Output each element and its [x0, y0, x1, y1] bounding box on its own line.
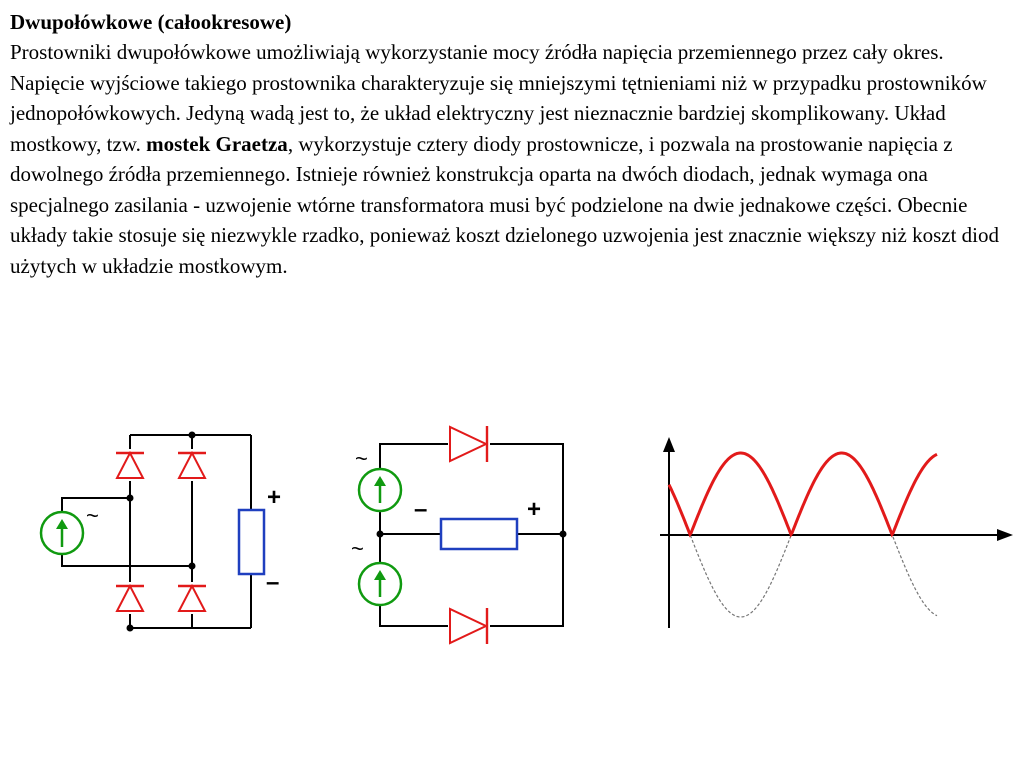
two-diode-circuit: ~ ~ – + [351, 425, 567, 645]
bridge-wires [61, 434, 252, 629]
slide-heading: Dwupołówkowe (całookresowe) [10, 10, 292, 34]
bridge-diode-2 [176, 449, 208, 481]
waveform-y-arrow [663, 437, 675, 452]
bridge-junctions [126, 431, 196, 632]
slide-paragraph: Prostowniki dwupołówkowe umożliwiają wyk… [10, 37, 1018, 281]
two-diode-top-diode [448, 425, 490, 463]
bridge-load-resistor [237, 508, 266, 576]
bridge-minus-label: – [266, 569, 279, 596]
slide-content: Dwupołówkowe (całookresowe) Prostowniki … [10, 8, 1018, 281]
bridge-circuit: ~ + – [39, 431, 281, 632]
bridge-diode-1 [114, 449, 146, 481]
bridge-source-symbol: ~ [86, 503, 99, 528]
bridge-plus-label: + [267, 484, 281, 511]
two-diode-top-source [357, 467, 403, 513]
two-diode-source-symbol-top: ~ [355, 446, 368, 471]
bridge-diode-3 [114, 582, 146, 614]
bridge-diode-4 [176, 582, 208, 614]
two-diode-junctions [376, 530, 567, 538]
paragraph-text-2: , wykorzystuje cztery diody prostownicze… [10, 131, 1000, 278]
paragraph-text-1: Prostowniki dwupołówkowe umożliwiają wyk… [10, 40, 987, 156]
waveform-x-arrow [997, 529, 1013, 541]
bridge-ac-source [39, 510, 85, 556]
two-diode-minus-label: – [414, 496, 427, 523]
two-diode-source-symbol-bottom: ~ [351, 536, 364, 561]
two-diode-bottom-source [357, 561, 403, 607]
waveform-plot [660, 437, 1013, 628]
two-diode-plus-label: + [527, 496, 541, 523]
rectified-wave [667, 451, 938, 538]
paragraph-bold-term: mostek Graetza [146, 131, 288, 156]
two-diode-bottom-diode [448, 607, 490, 645]
two-diode-load-resistor [439, 517, 519, 551]
